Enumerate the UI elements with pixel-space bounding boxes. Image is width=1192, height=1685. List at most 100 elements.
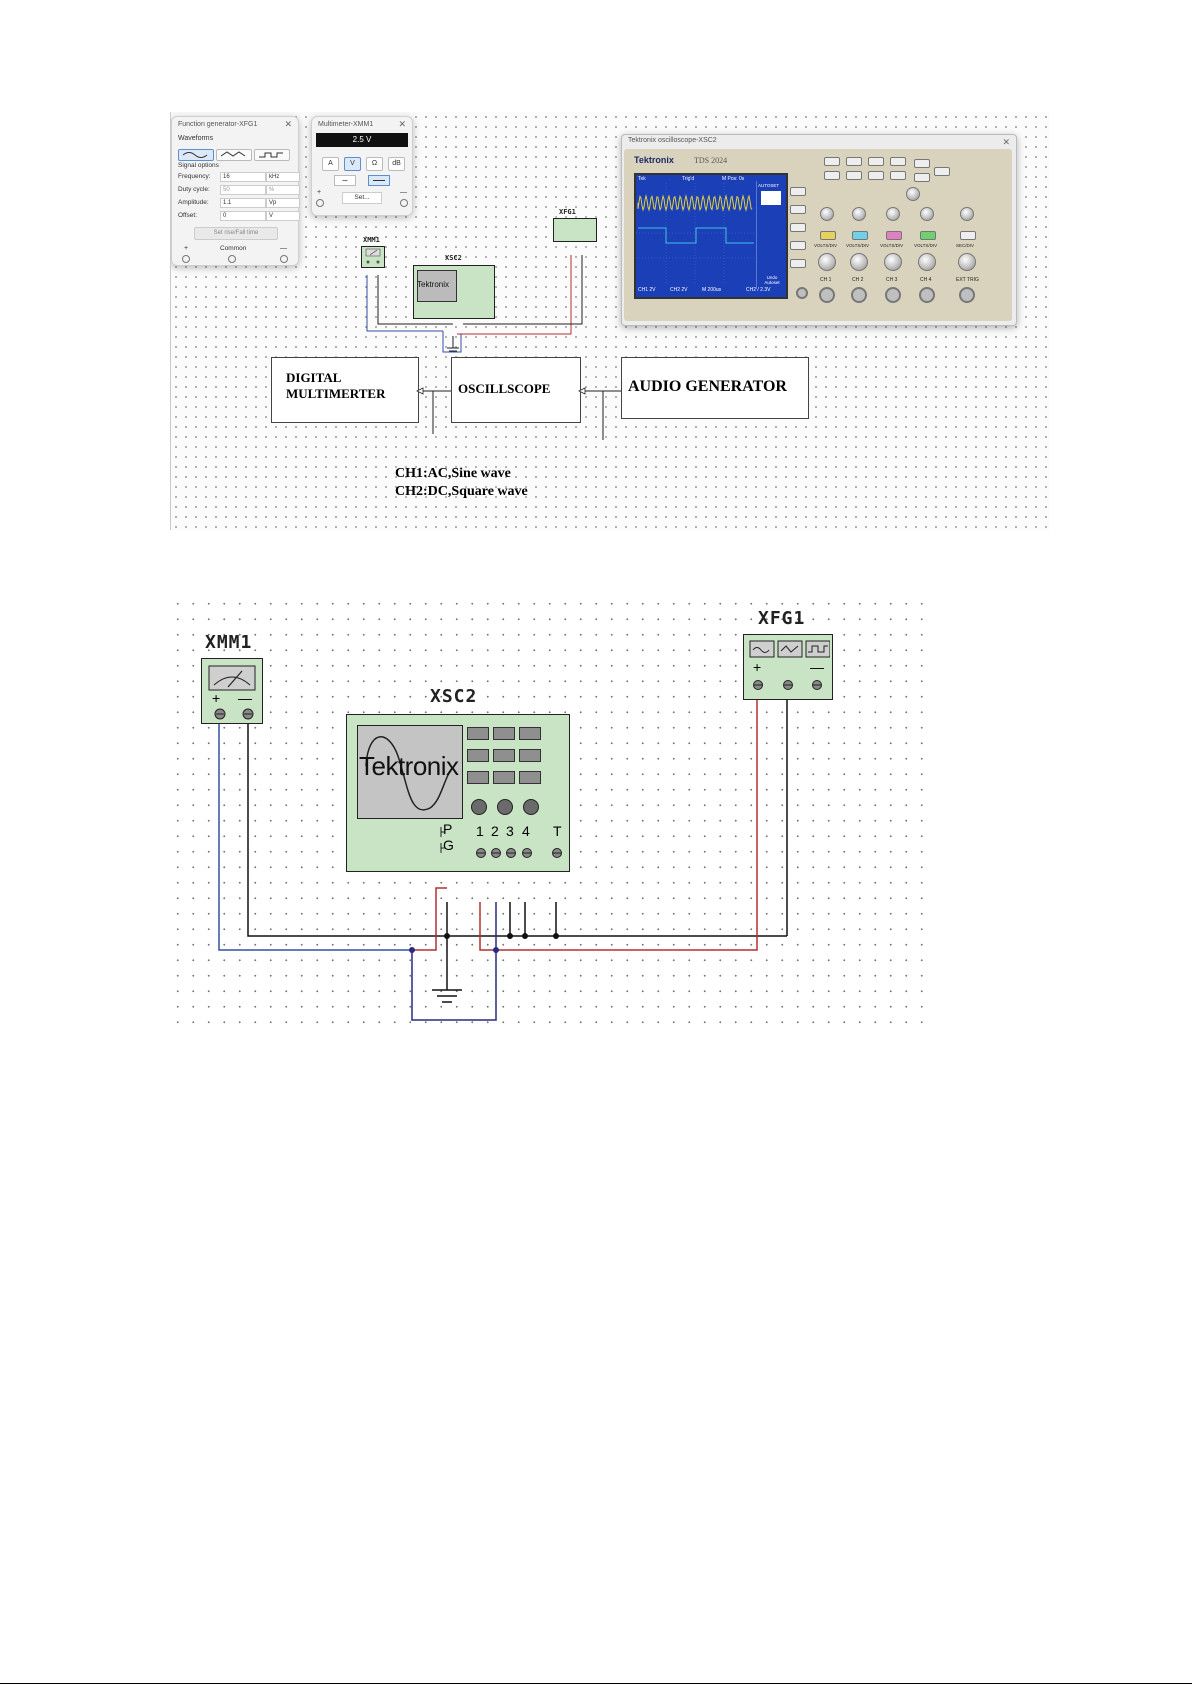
ch2-volts-div-knob[interactable] <box>850 253 868 271</box>
ch4-bnc-connector[interactable] <box>919 287 935 303</box>
xmm1-terminals <box>214 708 254 720</box>
cursor-button[interactable] <box>846 171 862 180</box>
horizontal-position-knob[interactable] <box>960 207 974 221</box>
xsc2-component-small[interactable]: Tektronix <box>413 265 495 319</box>
oscilloscope-block: OSCILLSCOPE <box>451 357 581 423</box>
ch1-caption: CH1:AC,Sine wave <box>395 466 511 481</box>
xfg1-component-small[interactable] <box>553 218 597 242</box>
duty-cycle-input[interactable]: 50 <box>220 185 266 195</box>
minus-terminal[interactable] <box>280 255 288 263</box>
plus-terminal[interactable] <box>316 199 324 207</box>
triangle-wave-icon <box>220 151 246 157</box>
ch3-position-knob[interactable] <box>886 207 900 221</box>
ch1-menu-button[interactable] <box>820 231 836 240</box>
probe-g-label: G <box>443 837 454 853</box>
menu-button-2[interactable] <box>790 205 806 214</box>
xsc2-knob <box>497 799 513 815</box>
sec-div-label: SEC/DIV <box>956 243 975 248</box>
xmm1-multimeter[interactable]: + — <box>201 658 263 724</box>
horiz-menu-button-2[interactable] <box>960 231 976 240</box>
square-wave-button[interactable] <box>254 149 290 161</box>
ch3-volts-div-knob[interactable] <box>884 253 902 271</box>
oscilloscope-window[interactable]: Tektronix oscilloscope-XSC2 ✕ Tektronix … <box>621 134 1017 326</box>
ch2-scale: CH2 2V <box>670 287 688 293</box>
xfg1-function-generator[interactable]: + — <box>743 634 833 700</box>
multimeter-display: 2.5 V <box>316 133 408 147</box>
offset-unit-select[interactable]: V <box>266 211 300 221</box>
xsc2-button <box>519 727 541 740</box>
display-button[interactable] <box>868 171 884 180</box>
ohmmeter-mode-button[interactable]: Ω <box>366 157 383 171</box>
status-trig: Trig'd <box>682 176 695 182</box>
ch4-volts-div-knob[interactable] <box>918 253 936 271</box>
run-stop-button[interactable] <box>914 159 930 168</box>
decibel-mode-button[interactable]: dB <box>388 157 405 171</box>
ch3-bnc-connector[interactable] <box>885 287 901 303</box>
schematic-wires <box>218 668 817 1021</box>
ch2-bnc-connector[interactable] <box>851 287 867 303</box>
timebase-readout: M 200us <box>702 287 722 293</box>
ch1-bnc-connector[interactable] <box>819 287 835 303</box>
save-recall-button[interactable] <box>824 157 840 166</box>
xmm1-label: XMM1 <box>205 632 253 653</box>
amplitude-unit-select[interactable]: Vp <box>266 198 300 208</box>
acquire-button[interactable] <box>868 157 884 166</box>
ch1-position-knob[interactable] <box>820 207 834 221</box>
undo-autoset-label: Undo Autoset <box>764 275 780 285</box>
ac-mode-button[interactable]: ∼ <box>334 175 356 186</box>
default-setup-button[interactable] <box>890 171 906 180</box>
oscilloscope-label: OSCILLSCOPE <box>458 381 551 396</box>
ammeter-mode-button[interactable]: A <box>322 157 339 171</box>
frequency-input[interactable]: 16 <box>220 172 266 182</box>
plus-terminal[interactable] <box>182 255 190 263</box>
function-generator-window[interactable]: Function generator-XFG1 ✕ Waveforms Sign… <box>171 116 300 266</box>
multimeter-window[interactable]: Multimeter-XMM1 ✕ 2.5 V A V Ω dB ∼ Set..… <box>311 116 413 216</box>
set-button[interactable]: Set... <box>342 192 382 204</box>
digital-multimeter-block: DIGITAL MULTIMERTER <box>271 357 419 423</box>
offset-input[interactable]: 0 <box>220 211 266 221</box>
ch4-menu-button[interactable] <box>920 231 936 240</box>
xmm1-label-small: XMM1 <box>363 236 380 244</box>
amplitude-input[interactable]: 1.1 <box>220 198 266 208</box>
offset-label: Offset: <box>178 212 198 219</box>
frequency-unit-select[interactable]: kHz <box>266 172 300 182</box>
ext-trig-bnc-connector[interactable] <box>959 287 975 303</box>
measure-button[interactable] <box>846 157 862 166</box>
xmm1-component-small[interactable] <box>361 246 385 268</box>
ch3-menu-button[interactable] <box>886 231 902 240</box>
simulator-screenshot: Function generator-XFG1 ✕ Waveforms Sign… <box>170 112 1049 530</box>
menu-button-3[interactable] <box>790 223 806 232</box>
close-icon[interactable]: ✕ <box>1002 137 1010 147</box>
autoset-button[interactable] <box>890 157 906 166</box>
common-terminal[interactable] <box>228 255 236 263</box>
voltmeter-mode-button[interactable]: V <box>344 157 361 171</box>
ch4-position-knob[interactable] <box>920 207 934 221</box>
single-seq-button[interactable] <box>914 173 930 182</box>
close-icon[interactable]: ✕ <box>398 119 406 129</box>
set-rise-fall-button[interactable]: Set rise/Fall time <box>194 227 278 240</box>
trigger-level-knob[interactable] <box>906 187 920 201</box>
multicycle-option[interactable] <box>761 191 781 205</box>
window-title: Tektronix oscilloscope-XSC2 <box>628 137 717 144</box>
menu-button-5[interactable] <box>790 259 806 268</box>
sec-div-knob[interactable] <box>958 253 976 271</box>
dc-mode-button[interactable] <box>368 175 390 186</box>
probe-p-label: P <box>443 821 453 837</box>
probe-comp-terminal[interactable] <box>796 287 808 299</box>
ch1-volts-div-knob[interactable] <box>818 253 836 271</box>
close-icon[interactable]: ✕ <box>284 119 292 129</box>
horiz-menu-button[interactable] <box>934 167 950 176</box>
ch2-menu-button[interactable] <box>852 231 868 240</box>
ch2-position-knob[interactable] <box>852 207 866 221</box>
sine-wave-button[interactable] <box>178 149 214 161</box>
menu-button-1[interactable] <box>790 187 806 196</box>
ch1-volts-div-label: VOLTS/DIV <box>814 243 838 248</box>
trigger-label: T <box>553 823 562 839</box>
minus-terminal[interactable] <box>400 199 408 207</box>
triangle-wave-button[interactable] <box>216 149 252 161</box>
xsc2-oscilloscope[interactable]: Tektronix P G 1 2 3 4 T <box>346 714 570 872</box>
audio-generator-label: AUDIO GENERATOR <box>628 378 787 395</box>
utility-button[interactable] <box>824 171 840 180</box>
menu-button-4[interactable] <box>790 241 806 250</box>
duty-cycle-unit: % <box>266 185 300 195</box>
